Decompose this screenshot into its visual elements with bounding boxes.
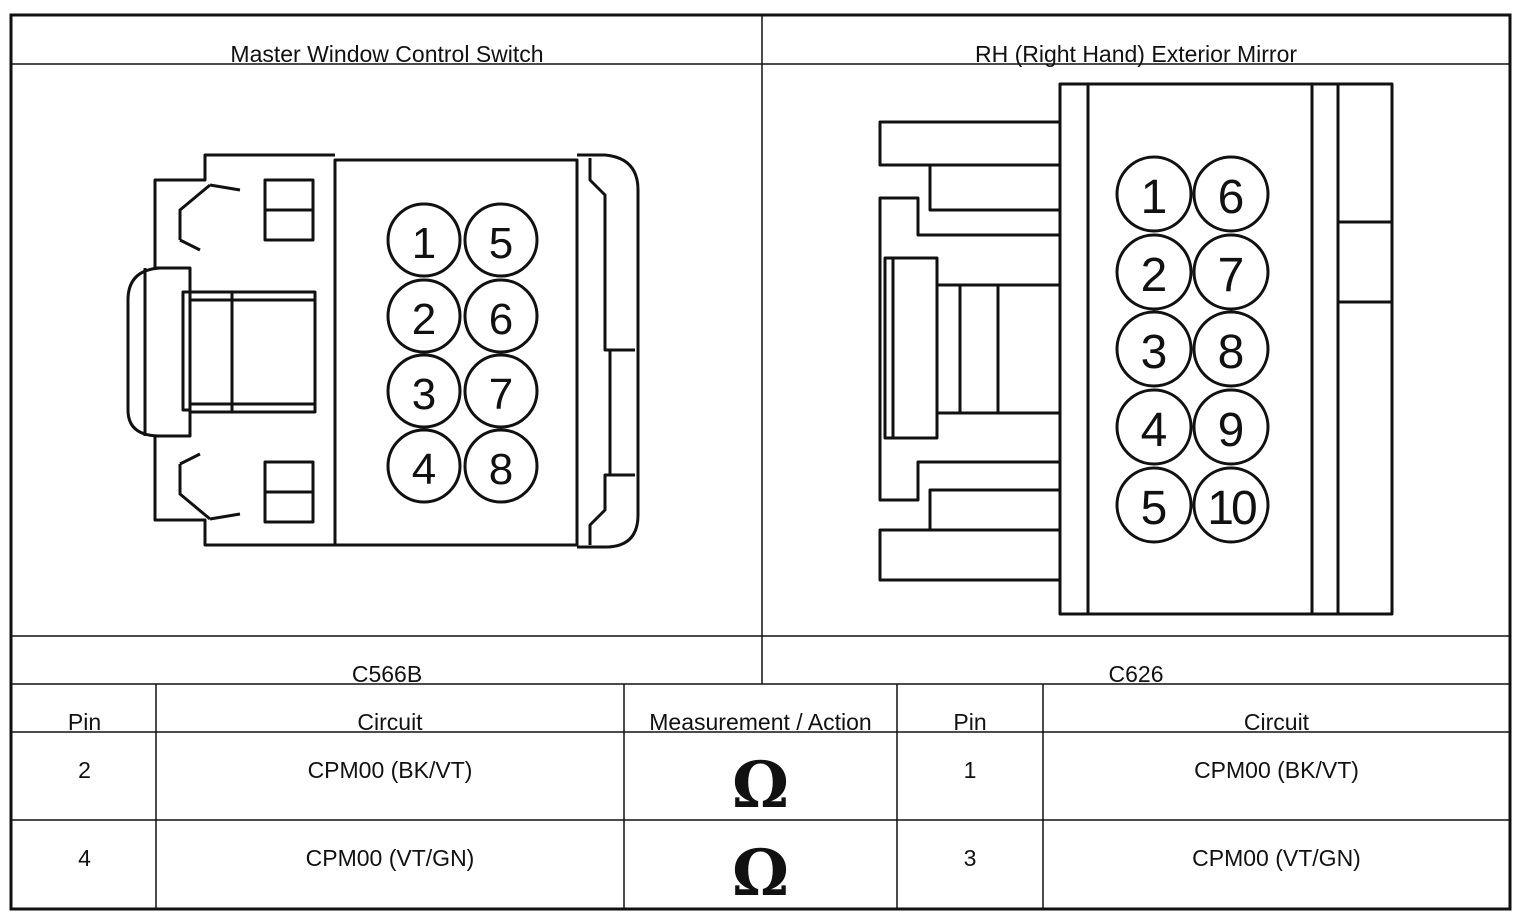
row2-circuit-a: CPM00 (VT/GN) [305,845,475,871]
row1-circuit-b: CPM00 (BK/VT) [1194,757,1359,783]
left-connector-id: C566B [351,661,423,687]
row2-pin-b: 3 [963,845,977,871]
row1-pin-b: 1 [963,757,977,783]
row1-ohm-icon: Ω [732,748,789,823]
c566b-pin-5: 5 [488,219,514,268]
c626-pin-3: 3 [1140,326,1168,379]
c566b-pin-3: 3 [411,370,437,419]
row1-circuit-a: CPM00 (BK/VT) [307,757,473,783]
connector-c566b-drawing [126,153,640,549]
c626-pin-10: 10 [1207,482,1257,535]
c566b-pin-7: 7 [488,370,514,419]
c626-pin-6: 6 [1217,171,1245,224]
c566b-pin-1: 1 [411,219,437,268]
header-pin-b: Pin [953,709,987,735]
row2-pin-a: 4 [78,845,91,871]
c626-pin-4: 4 [1140,404,1168,457]
connector-test-sheet: Master Window Control Switch RH (Right H… [9,13,1512,911]
header-pin-a: Pin [67,709,102,735]
c566b-pin-4: 4 [411,445,437,494]
c626-pin-5: 5 [1140,482,1168,535]
connector-c626-drawing [878,82,1394,616]
header-measurement-action: Measurement / Action [649,709,872,735]
c626-pin-7: 7 [1217,249,1245,302]
c566b-pin-2: 2 [411,295,437,344]
right-connector-title: RH (Right Hand) Exterior Mirror [974,41,1298,67]
c626-pin-1: 1 [1140,171,1168,224]
c626-pin-8: 8 [1217,326,1245,379]
c626-pin-9: 9 [1217,404,1245,457]
c566b-pin-8: 8 [488,445,514,494]
header-circuit-a: Circuit [357,709,423,735]
c566b-pin-6: 6 [488,295,514,344]
row2-ohm-icon: Ω [732,836,789,911]
row2-circuit-b: CPM00 (VT/GN) [1192,845,1361,871]
row1-pin-a: 2 [78,757,91,783]
c626-pin-2: 2 [1140,249,1168,302]
right-connector-id: C626 [1108,661,1164,687]
header-circuit-b: Circuit [1243,709,1310,735]
left-connector-title: Master Window Control Switch [230,41,544,67]
